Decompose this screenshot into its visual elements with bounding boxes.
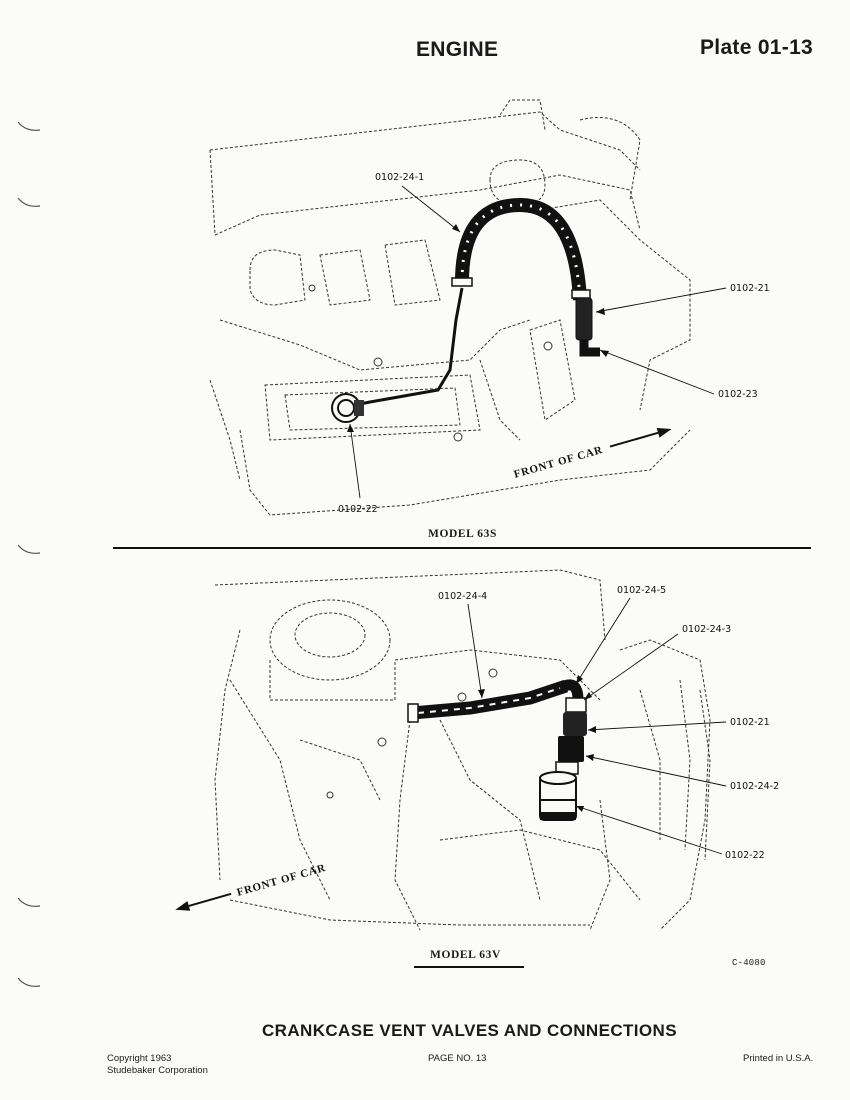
model-63v-label: MODEL 63V [430,949,501,961]
model-63v-underline [414,966,524,968]
callout-0102-24-4: 0102-24-4 [438,591,487,602]
copyright: Copyright 1963 Studebaker Corporation [107,1053,208,1077]
callout-0102-22-bottom: 0102-22 [725,850,765,861]
plate-number: Plate 01-13 [700,36,814,59]
callout-0102-21: 0102-21 [730,283,770,294]
front-of-car-label-bottom: FRONT OF CAR [236,862,328,899]
callout-0102-24-5: 0102-24-5 [617,585,666,596]
page-number: PAGE NO. 13 [428,1053,487,1064]
callout-0102-24-1: 0102-24-1 [375,172,424,183]
model-63s-label: MODEL 63S [428,528,497,540]
copyright-line1: Copyright 1963 [107,1053,172,1064]
callout-0102-24-2: 0102-24-2 [730,781,779,792]
section-title: ENGINE [416,38,499,61]
callout-0102-22: 0102-22 [338,504,378,515]
callout-0102-24-3: 0102-24-3 [682,624,731,635]
page-title: CRANKCASE VENT VALVES AND CONNECTIONS [262,1021,677,1040]
copyright-line2: Studebaker Corporation [107,1065,208,1076]
figure-divider [113,547,811,549]
drawing-code: C-4080 [732,958,766,968]
callout-0102-23: 0102-23 [718,389,758,400]
printed-in: Printed in U.S.A. [743,1053,814,1064]
callout-0102-21-bottom: 0102-21 [730,717,770,728]
